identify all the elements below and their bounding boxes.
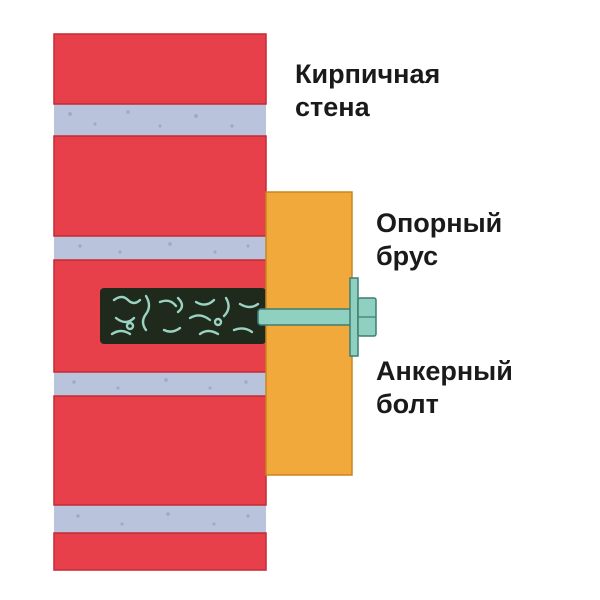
brick (53, 395, 267, 506)
mortar-joint (54, 372, 266, 396)
mortar-joint (54, 104, 266, 136)
mortar-texture (68, 110, 250, 526)
anchor-sleeve-pattern (110, 294, 260, 336)
mortar-joint (54, 505, 266, 533)
brick (53, 532, 267, 571)
mortar-joint (54, 236, 266, 260)
label-support-beam-line1: Опорный (376, 208, 503, 238)
anchor-bolt (257, 277, 377, 357)
mortar-joints (54, 104, 266, 533)
brick (53, 135, 267, 237)
label-brick-wall-line1: Кирпичная (295, 59, 441, 89)
label-support-beam-line2: брус (376, 241, 439, 271)
anchor-sleeve (100, 288, 266, 344)
brick (53, 33, 267, 105)
bolt-washer (349, 277, 359, 357)
support-beam (265, 191, 353, 476)
brick-wall (53, 33, 267, 571)
label-brick-wall-line2: стена (295, 92, 370, 122)
label-support-beam: Опорный брус (376, 207, 502, 273)
label-anchor-bolt-line2: болт (376, 389, 439, 419)
label-brick-wall: Кирпичная стена (295, 58, 440, 124)
label-anchor-bolt-line1: Анкерный (376, 356, 513, 386)
label-anchor-bolt: Анкерный болт (376, 355, 513, 421)
